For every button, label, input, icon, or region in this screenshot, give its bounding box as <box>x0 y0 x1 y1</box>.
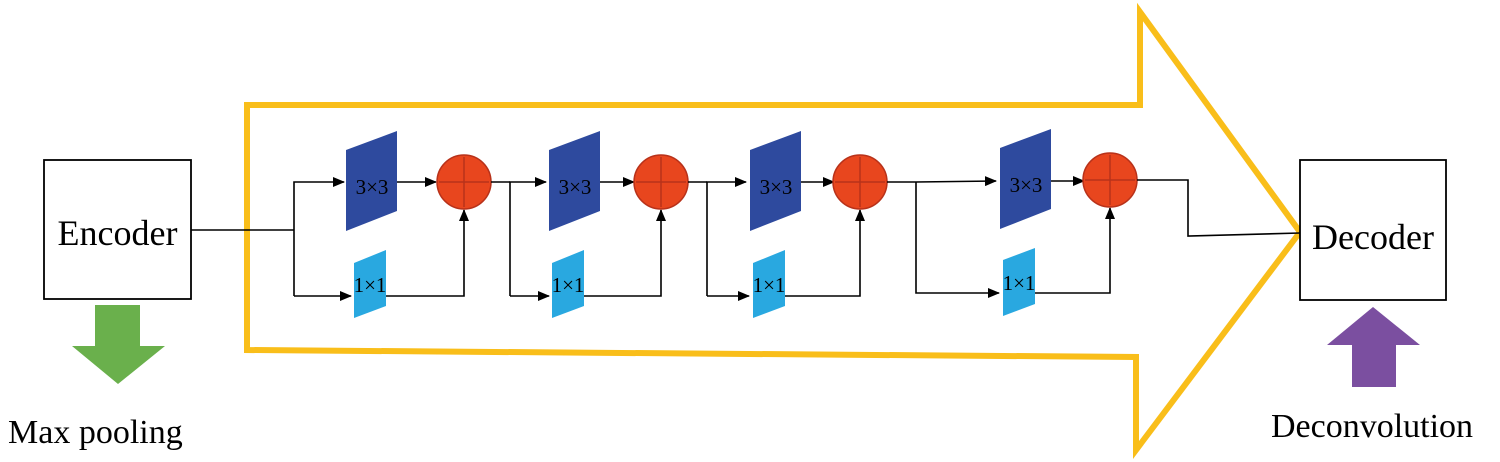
conv-1x1-label: 1×1 <box>1003 271 1036 295</box>
conv-3x3-block <box>346 131 397 231</box>
conv-1x1-block <box>552 250 584 318</box>
down-arrow-icon <box>72 305 165 384</box>
residual-block-2: 3×3 1×1 <box>509 131 707 318</box>
conv-1x1-block <box>354 250 386 318</box>
conv-1x1-block <box>753 250 785 318</box>
big-flow-arrow <box>244 2 1304 459</box>
up-arrow-icon <box>1327 307 1420 387</box>
conv-1x1-block <box>1003 248 1035 316</box>
residual-block-3: 3×3 1×1 <box>706 131 916 318</box>
conv-3x3-label: 3×3 <box>1010 173 1043 197</box>
residual-block-4: 3×3 1×1 <box>915 129 1138 316</box>
encoder-box: Encoder <box>43 159 192 300</box>
sum-node <box>1082 152 1138 208</box>
conv-1x1-label: 1×1 <box>552 273 585 297</box>
deconvolution-caption: Deconvolution <box>1271 408 1473 445</box>
sum-node <box>832 154 888 210</box>
sum-node <box>436 154 492 210</box>
conv-1x1-label: 1×1 <box>753 273 786 297</box>
sum-node <box>633 154 689 210</box>
conv-3x3-block <box>1000 129 1051 229</box>
conv-3x3-label: 3×3 <box>559 175 592 199</box>
decoder-label: Decoder <box>1312 217 1434 257</box>
conv-1x1-label: 1×1 <box>354 273 387 297</box>
max-pooling-caption: Max pooling <box>8 414 183 451</box>
residual-block-1: 3×3 1×1 <box>293 131 510 318</box>
decoder-box: Decoder <box>1299 159 1447 301</box>
conv-3x3-label: 3×3 <box>760 175 793 199</box>
conv-3x3-block <box>750 131 801 231</box>
conv-3x3-label: 3×3 <box>356 175 389 199</box>
encoder-label: Encoder <box>58 213 178 253</box>
conv-3x3-block <box>549 131 600 231</box>
